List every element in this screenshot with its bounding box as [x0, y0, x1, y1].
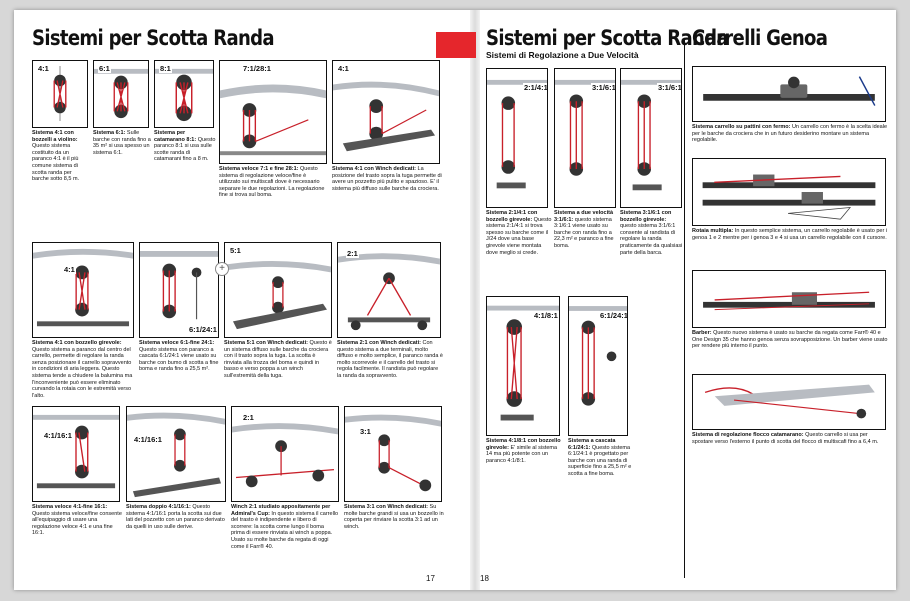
pulley-diagram [345, 414, 441, 492]
figure-8-1-catamaran: 8:1 [154, 60, 214, 128]
figure-genoa-catamaran-jib [692, 374, 886, 430]
figure-ratio: 2:1 [242, 413, 255, 422]
figure-ratio: 8:1 [159, 64, 172, 73]
figure-ratio: 2:1/4:1 [523, 83, 548, 92]
caption: Sistema 4:1 con bozzelli a violino: Ques… [32, 130, 80, 183]
caption: Sistema 2:1/4:1 con bozzello girevole: Q… [486, 210, 552, 256]
figure-genoa-fixed-car [692, 66, 886, 122]
genoa-track-diagram [704, 384, 875, 419]
page-number-right: 18 [480, 574, 489, 583]
pulley-diagram [569, 306, 627, 406]
figure-6-1-24-1: 6:1/24:1 [139, 242, 219, 338]
caption: Sistema 6:1: Sulle barche con randa fino… [93, 130, 151, 156]
figure-ratio: 4:1 [63, 265, 76, 274]
figure-6-1-24-1-cascade: 6:1/24:1 [568, 296, 628, 436]
caption: Sistema carrello su pattini con fermo: U… [692, 124, 888, 144]
figure-ratio: 5:1 [229, 246, 242, 255]
page-number-left: 17 [426, 574, 435, 583]
figure-ratio: 6:1/24:1 [188, 325, 218, 334]
figure-ratio: 4:1/8:1 [533, 311, 559, 320]
figure-ratio: 6:1 [98, 64, 111, 73]
figure-ratio: 3:1 [359, 427, 372, 436]
figure-ratio: 4:1 [337, 64, 350, 73]
pulley-diagram [33, 414, 119, 489]
figure-genoa-multiple-track [692, 158, 886, 226]
figure-3-1-6-1: 3:1/6:1 [554, 68, 616, 208]
right-page-title: Sistemi per Scotta Randa [486, 26, 729, 50]
pulley-diagram [555, 79, 615, 176]
magazine-spread: Sistemi per Scotta Randa 4:1 Sistema 4:1… [14, 10, 896, 590]
figure-2-1-winch: 2:1 [337, 242, 441, 338]
pulley-diagram [220, 84, 326, 156]
figure-6-1: 6:1 [93, 60, 149, 128]
left-page-title: Sistemi per Scotta Randa [32, 26, 275, 50]
pulley-diagram [487, 305, 559, 421]
figure-4-1-16-1-double: 4:1/16:1 [126, 406, 226, 502]
pulley-diagram [621, 79, 681, 191]
caption: Sistema veloce 4:1-fine 16:1: Questo sis… [32, 504, 122, 537]
caption: Barber: Questo nuovo sistema è usato su … [692, 330, 888, 350]
caption: Rotaia multipla: In questo semplice sist… [692, 228, 888, 241]
figure-ratio: 6:1/24:1 [599, 311, 628, 320]
figure-ratio: 4:1/16:1 [43, 431, 73, 440]
pulley-diagram [338, 253, 440, 331]
caption: Sistema 3:1 con Winch dedicati: Su molte… [344, 504, 444, 530]
caption: Sistema a due velocità 3:1/6:1: questo s… [554, 210, 614, 249]
figure-4-1-swivel: 4:1 [32, 242, 134, 338]
figure-3-1-winch: 3:1 [344, 406, 442, 502]
figure-genoa-barber [692, 270, 886, 328]
caption: Sistema veloce 6:1-fine 24:1: Questo sis… [139, 340, 219, 373]
pulley-diagram [127, 412, 225, 498]
figure-ratio: 4:1 [37, 64, 50, 73]
pulley-diagram [155, 68, 213, 122]
caption: Sistema doppio 4:1/16:1: Questo sistema … [126, 504, 225, 530]
pulley-diagram [140, 251, 218, 320]
caption: Sistema di regolazione flocco catamarano… [692, 432, 879, 445]
genoa-track-diagram [703, 76, 876, 106]
figure-3-1-6-1-swivel: 3:1/6:1 [620, 68, 682, 208]
pulley-diagram [33, 248, 133, 327]
caption: Sistema 4:1/8:1 con bozzello girevole: E… [486, 438, 561, 464]
caption: Sistema 3:1/6:1 con bozzello girevole: q… [620, 210, 683, 256]
pulley-diagram [487, 79, 547, 189]
caption: Sistema per catamarano 8:1: Questo paran… [154, 130, 216, 163]
caption: Sistema 4:1 con Winch dedicati: La posiz… [332, 166, 442, 192]
page-gutter [470, 10, 480, 590]
right-page-subtitle: Sistemi di Regolazione a Due Velocità [486, 50, 639, 60]
genoa-title: Carrelli Genoa [692, 26, 828, 50]
column-divider [684, 38, 685, 578]
figure-7-1-28-1: 7:1/28:1 [219, 60, 327, 164]
figure-4-1-16-1-fast: 4:1/16:1 [32, 406, 120, 502]
figure-2-1-admirals-cup: 2:1 [231, 406, 339, 502]
figure-ratio: 3:1/6:1 [657, 83, 682, 92]
caption: Winch 2:1 studiato appositamente per Adm… [231, 504, 339, 550]
figure-4-1-winch: 4:1 [332, 60, 440, 164]
figure-4-1-violin: 4:1 [32, 60, 88, 128]
caption: Sistema 4:1 con bozzello girevole: Quest… [32, 340, 133, 399]
figure-ratio: 3:1/6:1 [591, 83, 616, 92]
figure-ratio: 2:1 [346, 249, 359, 258]
figure-ratio: 4:1/16:1 [133, 435, 163, 444]
figure-5-1-winch: 5:1 [224, 242, 332, 338]
pulley-diagram [333, 81, 439, 152]
pulley-diagram [53, 66, 67, 121]
pulley-diagram [232, 423, 338, 488]
caption: Sistema 2:1 con Winch dedicati: Con ques… [337, 340, 443, 379]
zoom-cursor-icon[interactable]: + [215, 262, 229, 276]
red-accent-block [436, 32, 476, 58]
genoa-track-diagram [702, 174, 876, 220]
figure-2-1-4-1-swivel: 2:1/4:1 [486, 68, 548, 208]
pulley-diagram [225, 261, 331, 330]
caption: Sistema 5:1 con Winch dedicati: Questo è… [224, 340, 332, 379]
figure-4-1-8-1-swivel: 4:1/8:1 [486, 296, 560, 436]
caption: Sistema veloce 7:1 e fine 28:1: Questo s… [219, 166, 325, 199]
genoa-track-diagram [703, 291, 875, 311]
caption: Sistema a cascata 6:1/24:1: Questo siste… [568, 438, 632, 477]
pulley-diagram [94, 68, 148, 119]
figure-ratio: 7:1/28:1 [242, 64, 272, 73]
